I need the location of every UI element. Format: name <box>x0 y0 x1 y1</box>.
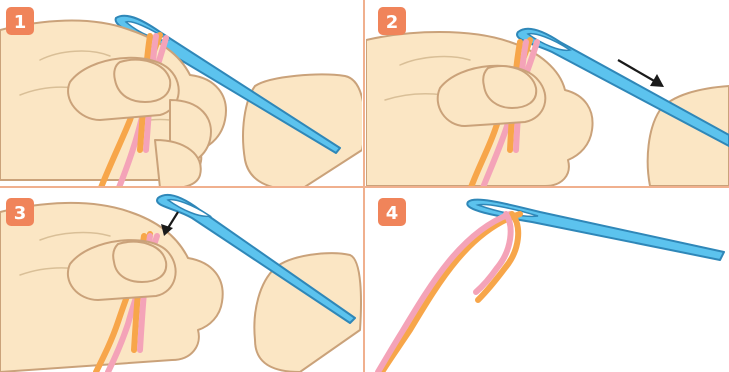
step-2-number: 2 <box>386 12 399 33</box>
step-3-number: 3 <box>14 203 27 224</box>
step-4-badge: 4 <box>378 198 406 226</box>
step-3-panel: 3 <box>0 195 361 372</box>
step-2-badge: 2 <box>378 7 406 35</box>
step-2-panel: 2 <box>366 7 729 190</box>
thread <box>378 214 520 372</box>
step-3-badge: 3 <box>6 198 34 226</box>
step-4-number: 4 <box>386 203 399 224</box>
step-4-panel: 4 <box>378 198 724 372</box>
step-1-badge: 1 <box>6 7 34 35</box>
step-3-arrow <box>161 212 178 236</box>
step-1-number: 1 <box>14 12 27 33</box>
step-1-panel: 1 <box>0 7 365 190</box>
